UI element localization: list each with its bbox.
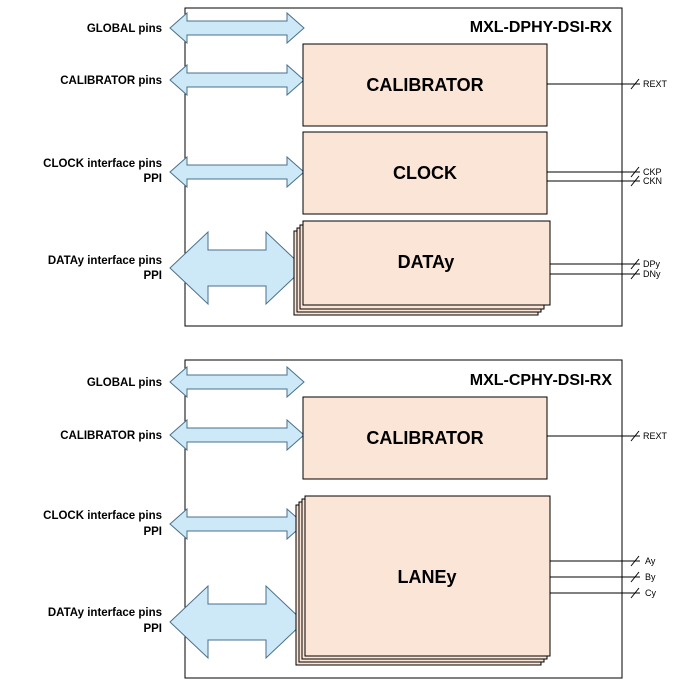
dphy-ckn-slash xyxy=(630,175,640,187)
dphy-data-pins-label: DATAy interface pins xyxy=(48,255,162,267)
cphy-ay-label: Ay xyxy=(645,556,656,566)
dphy-data-block xyxy=(302,220,551,306)
cphy-clock-pins-label: CLOCK interface pins xyxy=(43,510,162,522)
cphy-title: MXL-CPHY-DSI-RX xyxy=(470,372,613,389)
dphy-data-block-stack xyxy=(293,220,551,316)
cphy-global-arrow xyxy=(169,365,305,399)
cphy-global-pins-label: GLOBAL pins xyxy=(87,377,162,389)
cphy-lane-block-stack xyxy=(295,495,551,666)
dphy-clock-block-label: CLOCK xyxy=(393,163,457,183)
cphy-lane-block-label: LANEy xyxy=(397,567,456,587)
dphy-data-ppi-label: PPI xyxy=(143,270,162,282)
dphy-rext-slash xyxy=(630,78,640,90)
cphy-rext-slash xyxy=(630,430,640,442)
dphy-calibrator-arrow xyxy=(169,63,305,97)
dphy-ckp-label: CKP xyxy=(643,167,662,177)
cphy-ay-slash xyxy=(630,555,640,567)
dphy-data-block-label: DATAy xyxy=(398,252,455,272)
cphy-by-label: By xyxy=(645,572,656,582)
cphy-cy-label: Cy xyxy=(645,588,656,598)
dphy-calibrator-pins-label: CALIBRATOR pins xyxy=(60,75,162,87)
dphy-data-arrow xyxy=(169,230,305,306)
dphy-title: MXL-DPHY-DSI-RX xyxy=(470,19,613,36)
dphy-global-arrow xyxy=(169,11,305,45)
cphy-lane-block xyxy=(304,495,551,657)
dphy-clock-block xyxy=(302,131,548,215)
cphy-calibrator-block xyxy=(302,396,548,480)
dphy-clock-pins-label: CLOCK interface pins xyxy=(43,158,162,170)
dphy-diagram: MXL-DPHY-DSI-RX GLOBAL pins CALIBRATOR p… xyxy=(43,7,668,327)
cphy-calibrator-block-label: CALIBRATOR xyxy=(366,428,483,448)
dphy-global-pins-label: GLOBAL pins xyxy=(87,23,162,35)
dphy-dny-slash xyxy=(630,268,640,280)
cphy-cy-slash xyxy=(630,587,640,599)
cphy-by-slash xyxy=(630,571,640,583)
cphy-diagram: MXL-CPHY-DSI-RX GLOBAL pins CALIBRATOR p… xyxy=(43,359,668,679)
dphy-rext-label: REXT xyxy=(643,79,668,89)
cphy-data-ppi-label: PPI xyxy=(143,623,162,635)
dphy-clock-ppi-label: PPI xyxy=(143,173,162,185)
cphy-calibrator-pins-label: CALIBRATOR pins xyxy=(60,430,162,442)
dphy-clock-arrow xyxy=(169,155,305,189)
dphy-ckp-slash xyxy=(630,166,640,178)
dphy-calibrator-block xyxy=(302,43,548,127)
cphy-clock-ppi-label: PPI xyxy=(143,526,162,538)
cphy-calibrator-arrow xyxy=(169,418,305,452)
cphy-data-arrow xyxy=(169,584,305,660)
cphy-data-pins-label: DATAy interface pins xyxy=(48,607,162,619)
dphy-dpy-slash xyxy=(630,258,640,270)
dphy-dny-label: DNy xyxy=(643,269,661,279)
dphy-calibrator-block-label: CALIBRATOR xyxy=(366,75,483,95)
cphy-rext-label: REXT xyxy=(643,431,668,441)
dphy-dpy-label: DPy xyxy=(643,259,661,269)
cphy-clock-arrow xyxy=(169,507,305,541)
dphy-ckn-label: CKN xyxy=(643,176,662,186)
